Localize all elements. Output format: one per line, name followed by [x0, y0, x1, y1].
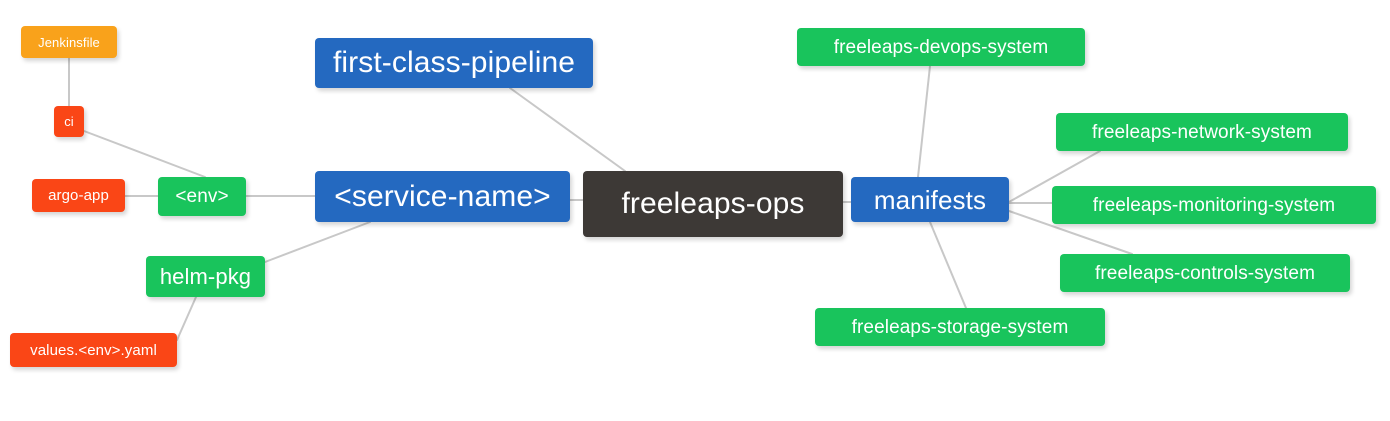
node-freeleaps-devops-system[interactable]: freeleaps-devops-system — [797, 28, 1085, 66]
node-label: manifests — [873, 184, 987, 215]
edge-helm-pkg-to-service-name — [264, 221, 371, 263]
edge-first-class-pipeline-to-freeleaps-ops — [509, 87, 626, 172]
node-service-name[interactable]: <service-name> — [315, 171, 570, 222]
node-label: Jenkinsfile — [38, 34, 100, 50]
node-label: freeleaps-ops — [621, 187, 805, 220]
node-freeleaps-monitoring-system[interactable]: freeleaps-monitoring-system — [1052, 186, 1376, 224]
node-manifests[interactable]: manifests — [851, 177, 1009, 222]
node-label: freeleaps-storage-system — [851, 316, 1069, 338]
node-label: <env> — [175, 186, 229, 207]
node-freeleaps-storage-system[interactable]: freeleaps-storage-system — [815, 308, 1105, 346]
node-argo-app[interactable]: argo-app — [32, 179, 125, 212]
node-helm-pkg[interactable]: helm-pkg — [146, 256, 265, 297]
edge-manifests-to-freeleaps-devops-system — [917, 65, 931, 178]
edge-values-yaml-to-helm-pkg — [176, 296, 197, 341]
node-ci[interactable]: ci — [54, 106, 84, 137]
node-freeleaps-controls-system[interactable]: freeleaps-controls-system — [1060, 254, 1350, 292]
node-values-yaml[interactable]: values.<env>.yaml — [10, 333, 177, 367]
node-label: values.<env>.yaml — [30, 341, 157, 359]
node-label: first-class-pipeline — [332, 46, 576, 79]
node-freeleaps-ops[interactable]: freeleaps-ops — [583, 171, 843, 237]
edge-manifests-to-freeleaps-storage-system — [929, 221, 967, 309]
node-label: <service-name> — [334, 179, 551, 213]
node-label: argo-app — [48, 187, 109, 204]
node-label: freeleaps-monitoring-system — [1092, 194, 1336, 216]
node-label: freeleaps-devops-system — [833, 36, 1049, 58]
node-freeleaps-network-system[interactable]: freeleaps-network-system — [1056, 113, 1348, 151]
node-first-class-pipeline[interactable]: first-class-pipeline — [315, 38, 593, 88]
node-env[interactable]: <env> — [158, 177, 246, 216]
node-label: freeleaps-controls-system — [1094, 262, 1316, 284]
node-label: ci — [64, 114, 74, 129]
node-label: freeleaps-network-system — [1092, 121, 1312, 143]
edge-ci-to-env — [83, 130, 206, 178]
node-label: helm-pkg — [159, 263, 252, 289]
node-jenkinsfile[interactable]: Jenkinsfile — [21, 26, 117, 58]
